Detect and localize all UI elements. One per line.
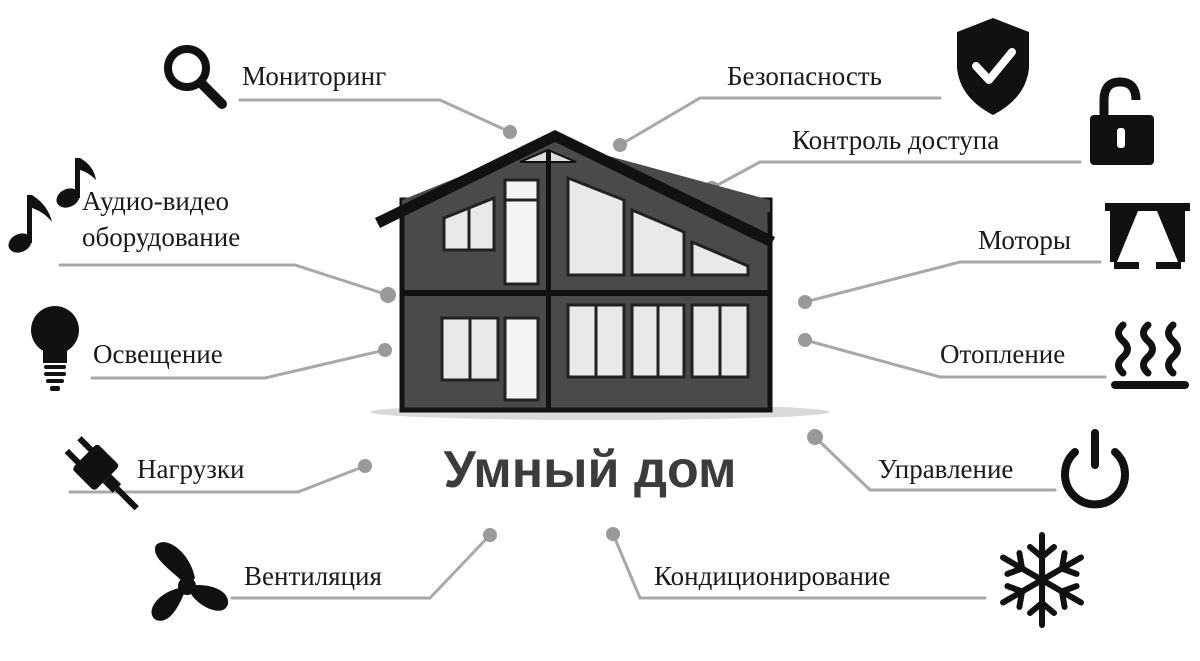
house-illustration <box>370 130 830 420</box>
connector-audio-video <box>58 263 390 297</box>
connector-dots <box>358 125 823 542</box>
connector-heating <box>803 338 1107 379</box>
dot-control <box>807 429 823 445</box>
label-access-control: Контроль доступа <box>792 125 1000 155</box>
connector-monitoring <box>238 98 512 134</box>
label-motors: Моторы <box>978 225 1072 255</box>
dot-motors <box>798 295 812 309</box>
dot-heating <box>798 333 812 347</box>
dot-ventilation <box>483 528 497 542</box>
connector-conditioning <box>611 532 987 600</box>
label-monitoring: Мониторинг <box>242 61 387 91</box>
label-heating: Отопление <box>940 339 1066 369</box>
connector-lighting <box>90 348 387 380</box>
dot-audio-video <box>380 287 396 303</box>
label-loads: Нагрузки <box>137 454 245 484</box>
power-button-icon <box>1061 429 1129 509</box>
label-conditioning: Кондиционирование <box>654 561 891 591</box>
snowflake-icon <box>1000 532 1084 628</box>
connector-ventilation <box>230 533 492 600</box>
label-audio-video: Аудио-видео оборудование <box>82 186 241 253</box>
label-lighting: Освещение <box>93 339 223 369</box>
connector-lines <box>58 96 1107 600</box>
connector-security <box>618 96 942 147</box>
dot-lighting <box>378 343 392 357</box>
connector-control <box>813 435 1057 492</box>
power-plug-icon <box>64 436 139 511</box>
padlock-open-icon <box>1090 77 1154 165</box>
curtains-icon <box>1105 203 1190 269</box>
label-control: Управление <box>878 454 1014 484</box>
diagram-title: Умный дом <box>443 441 737 499</box>
dot-monitoring <box>503 125 517 139</box>
dot-loads <box>358 459 372 473</box>
label-ventilation: Вентиляция <box>244 561 382 591</box>
magnifier-icon <box>164 45 227 109</box>
dot-security <box>613 138 627 152</box>
dot-conditioning <box>606 527 620 541</box>
connector-access-control <box>710 160 1082 190</box>
label-security: Безопасность <box>727 61 882 91</box>
heating-icon <box>1111 321 1189 389</box>
connector-loads <box>68 464 367 494</box>
shield-check-icon <box>957 18 1029 115</box>
connector-motors <box>803 260 1102 304</box>
music-notes-icon <box>8 158 96 253</box>
fan-icon <box>151 542 229 621</box>
light-bulb-icon <box>31 306 79 391</box>
